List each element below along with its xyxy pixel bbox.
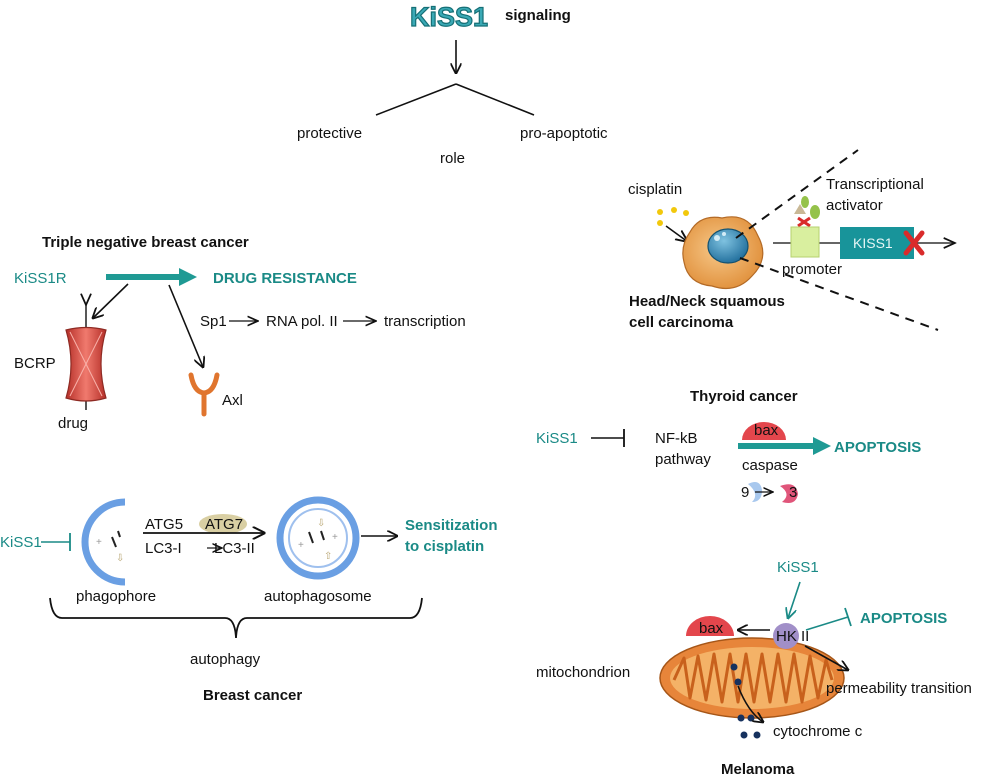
thyroid-bax-shape [742, 422, 786, 440]
atg7-shape [199, 514, 247, 534]
bcrp-label: BCRP [14, 355, 56, 372]
top-section: KiSS1 signaling protective pro-apoptotic… [297, 1, 608, 167]
axl-label: Axl [222, 392, 243, 409]
pro-apoptotic-label: pro-apoptotic [520, 125, 608, 142]
cisplatin-label: cisplatin [628, 181, 682, 198]
promoter-box [790, 226, 820, 258]
caspase-label: caspase [742, 457, 798, 474]
red-x-icon [903, 230, 925, 256]
sensitization-line1: Sensitization [405, 517, 498, 534]
zoom-line-lower [739, 257, 939, 331]
lc3ii-label: LC3-II [214, 540, 255, 557]
caspase9-label: 9 [741, 484, 749, 501]
tnbc-section: Triple negative breast cancer KiSS1R DRU… [14, 234, 466, 432]
branch-left [375, 83, 457, 116]
breast-kiss1-label: KiSS1 [0, 534, 42, 551]
sensitization-line2: to cisplatin [405, 538, 484, 555]
sp1-label: Sp1 [200, 313, 227, 330]
atg7-label: ATG7 [205, 516, 243, 533]
thyroid-section: Thyroid cancer KiSS1 NF-kB pathway bax A… [536, 388, 921, 503]
autophagosome-icon: ⇩ ⇧ + + [276, 496, 360, 580]
svg-text:+: + [96, 537, 102, 548]
cytochrome-c-label: cytochrome c [773, 723, 863, 740]
hnscc-section: cisplatin Transcriptional activator [628, 149, 955, 331]
thyroid-bax-label: bax [754, 422, 779, 439]
branch-right [455, 83, 535, 116]
melanoma-inhibit-bar [844, 607, 852, 627]
melanoma-kiss1-arrow [788, 581, 801, 618]
bcrp-transporter-icon [65, 305, 107, 410]
melanoma-apoptosis-label: APOPTOSIS [860, 610, 947, 627]
cisplatin-arrow [665, 225, 688, 242]
activator-line1: Transcriptional [826, 176, 924, 193]
permeability-arrow [804, 645, 848, 670]
autophagy-label: autophagy [190, 651, 261, 668]
kiss1-gene-label: KISS1 [853, 235, 893, 251]
svg-text:+: + [298, 540, 304, 551]
thyroid-heading: Thyroid cancer [690, 388, 798, 405]
kiss1-gene-box [840, 227, 914, 259]
tnbc-heading: Triple negative breast cancer [42, 234, 249, 251]
autophagy-brace [49, 597, 423, 639]
atg5-label: ATG5 [145, 516, 183, 533]
svg-text:⇩: ⇩ [116, 553, 124, 564]
drug-resistance-label: DRUG RESISTANCE [213, 270, 357, 287]
hk-ii-label: HK II [776, 628, 809, 645]
melanoma-bax-label: bax [699, 620, 724, 637]
promoter-label: promoter [782, 261, 842, 278]
zoom-line-upper [735, 149, 859, 239]
role-label: role [440, 150, 465, 167]
kiss1r-label: KiSS1R [14, 270, 67, 287]
melanoma-kiss1-label: KiSS1 [777, 559, 819, 576]
protective-label: protective [297, 125, 362, 142]
nfkb-pathway-label: pathway [655, 451, 711, 468]
arrow-to-axl [168, 284, 203, 367]
hk-ii-shape [773, 623, 799, 649]
hnscc-heading-line1: Head/Neck squamous [629, 293, 785, 310]
melanoma-inhibit-line [805, 616, 849, 631]
axl-receptor-icon [188, 372, 220, 417]
hnscc-heading-line2: cell carcinoma [629, 314, 734, 331]
mitochondrion-icon [659, 637, 845, 719]
autophagosome-label: autophagosome [264, 588, 372, 605]
cisplatin-dots-icon [657, 207, 689, 226]
thyroid-kiss1-label: KiSS1 [536, 430, 578, 447]
transcriptional-activator-icon [794, 196, 820, 219]
melanoma-bax-shape [686, 616, 734, 636]
cytochrome-arrow [737, 685, 763, 722]
phagophore-icon: + ⇩ [81, 498, 126, 586]
breast-cancer-heading: Breast cancer [203, 687, 302, 704]
activator-line2: activator [826, 197, 883, 214]
arrow-to-bcrp [93, 283, 129, 318]
svg-text:⇧: ⇧ [324, 551, 332, 562]
transcription-label: transcription [384, 313, 466, 330]
mitochondrion-label: mitochondrion [536, 664, 630, 681]
permeability-label: permeability transition [826, 680, 972, 697]
lc3i-label: LC3-I [145, 540, 182, 557]
caspase3-label: 3 [789, 484, 797, 501]
breast-section: KiSS1 + ⇩ ATG5 ATG7 LC3-I LC3-II ⇩ ⇧ + + [0, 496, 498, 704]
drug-label: drug [58, 415, 88, 432]
title-signaling: signaling [505, 7, 571, 24]
phagophore-label: phagophore [76, 588, 156, 605]
svg-text:+: + [332, 532, 338, 543]
rna-pol-label: RNA pol. II [266, 313, 338, 330]
red-x-small-icon [797, 216, 811, 228]
nfkb-label: NF-kB [655, 430, 698, 447]
melanoma-section: KiSS1 APOPTOSIS bax HK II permeability t… [536, 559, 972, 778]
title-kiss1: KiSS1 [410, 2, 488, 32]
caspase3-icon [780, 484, 798, 503]
thyroid-apoptosis-label: APOPTOSIS [834, 439, 921, 456]
melanoma-heading: Melanoma [721, 761, 795, 778]
svg-text:⇩: ⇩ [317, 518, 325, 529]
